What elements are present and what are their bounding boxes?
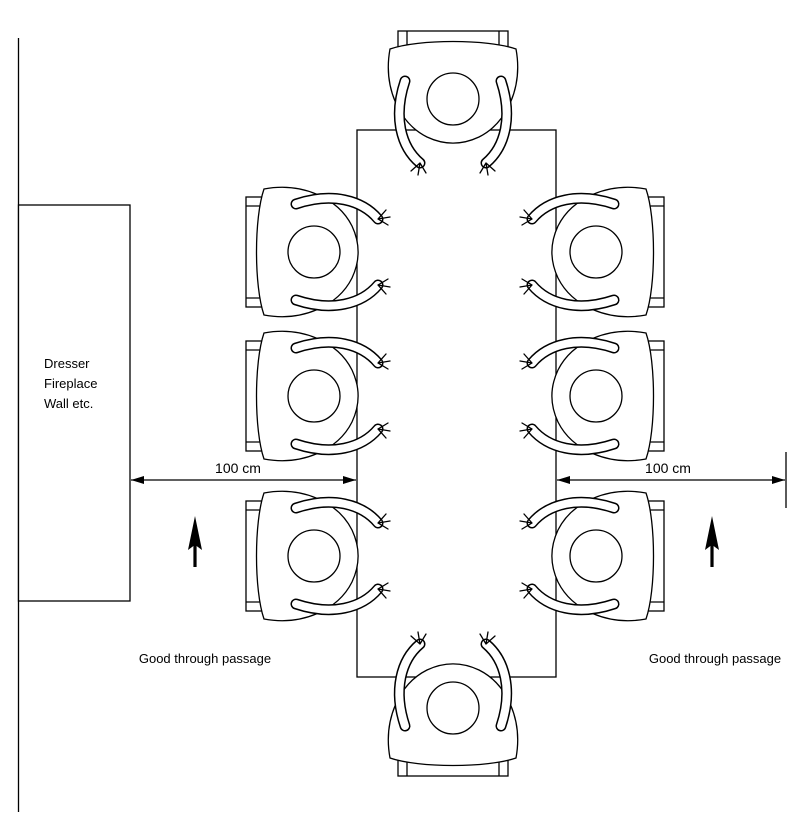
dimension-right: 100 cm [557, 460, 785, 484]
dimension-arrowhead [772, 476, 785, 484]
dimension-label-left: 100 cm [215, 460, 261, 476]
passage-arrow-icon [705, 516, 719, 567]
passage-label-right: Good through passage [649, 651, 781, 666]
dimension-label-right: 100 cm [645, 460, 691, 476]
dresser-block: Dresser Fireplace Wall etc. [17, 204, 131, 602]
dimension-left: 100 cm [131, 460, 356, 484]
dimension-arrowhead [343, 476, 356, 484]
passage-arrow-icon [188, 516, 202, 567]
dimension-arrowhead [557, 476, 570, 484]
dresser-label-line: Wall etc. [44, 396, 93, 411]
dimension-arrowhead [131, 476, 144, 484]
dresser-rect [17, 204, 131, 602]
dresser-label-line: Fireplace [44, 376, 97, 391]
dresser-label-line: Dresser [44, 356, 90, 371]
passage-label-left: Good through passage [139, 651, 271, 666]
dining-table [356, 129, 557, 678]
